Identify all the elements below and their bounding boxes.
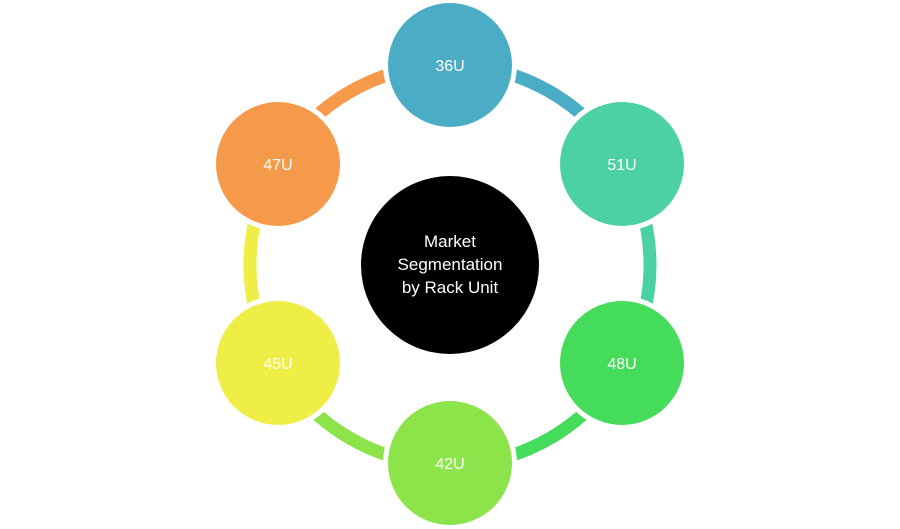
center-label-line-2: Segmentation xyxy=(398,255,503,274)
node-label: 48U xyxy=(607,356,636,373)
center-label-line-1: Market xyxy=(424,232,476,251)
node-circle xyxy=(560,102,684,226)
node-circle xyxy=(560,301,684,425)
node-label: 42U xyxy=(435,456,464,473)
node-label: 47U xyxy=(263,157,292,174)
segment-node-47u: 47U xyxy=(211,97,345,231)
node-circle xyxy=(216,301,340,425)
center-circle xyxy=(361,176,539,354)
node-circle xyxy=(388,401,512,525)
segment-node-42u: 42U xyxy=(383,396,517,529)
node-label: 51U xyxy=(607,157,636,174)
segment-nodes: 36U 51U 48U 42U 45U 47U xyxy=(211,0,689,529)
node-label: 45U xyxy=(263,356,292,373)
node-label: 36U xyxy=(435,58,464,75)
node-circle xyxy=(216,102,340,226)
segment-node-51u: 51U xyxy=(555,97,689,231)
center-label-line-3: by Rack Unit xyxy=(402,278,499,297)
segment-node-48u: 48U xyxy=(555,296,689,430)
node-circle xyxy=(388,3,512,127)
segment-node-36u: 36U xyxy=(383,0,517,132)
segment-node-45u: 45U xyxy=(211,296,345,430)
center-hub: Market Segmentation by Rack Unit xyxy=(361,176,539,354)
